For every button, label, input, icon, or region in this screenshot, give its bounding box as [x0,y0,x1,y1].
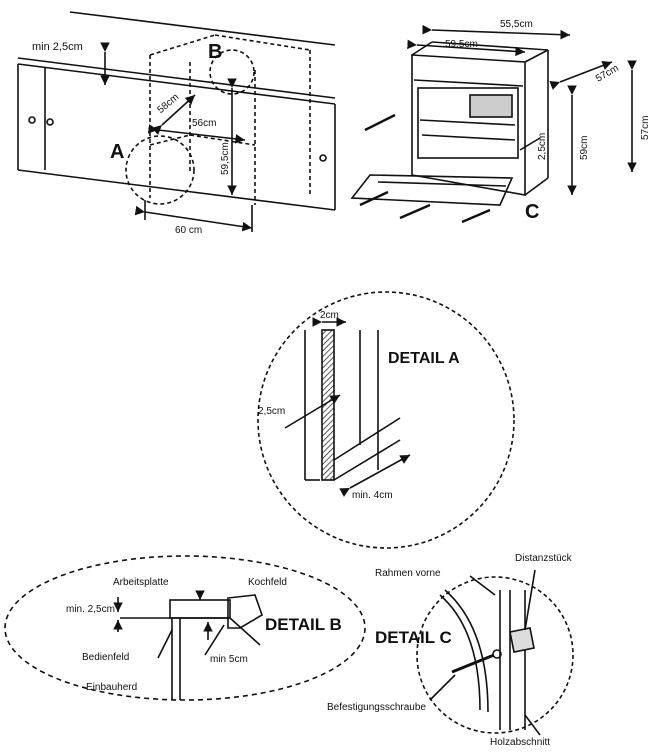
label-marker-b: B [208,41,222,63]
label-depth-58: 58cm [155,92,181,116]
label-height-57: 57cm [640,116,651,140]
label-width-555: 55,5cm [500,19,533,30]
detail-b-min-5: min 5cm [210,654,248,665]
label-min-top: min 2,5cm [32,41,83,53]
detail-b-einbauherd: Einbauherd [86,682,137,693]
detail-b-arbeitsplatte: Arbeitsplatte [113,577,169,588]
detail-c-schraube: Befestigungsschraube [327,702,426,713]
label-marker-c: C [525,201,539,223]
label-depth-57: 57cm [594,63,621,85]
detail-c-rahmen: Rahmen vorne [375,568,441,579]
label-height-59: 59cm [579,136,590,160]
label-marker-a: A [110,141,124,163]
detail-b-title: DETAIL B [265,615,342,634]
cabinet-drawing [17,11,336,232]
detail-a-min: min. 4cm [352,490,393,501]
label-width-60: 60 cm [175,225,202,236]
detail-a-width: 2cm [320,310,339,321]
detail-b-drawing [4,555,366,701]
detail-a-drawing [257,291,515,549]
detail-a-title: DETAIL A [388,350,460,367]
detail-c-holz: Holzabschnitt [490,737,550,748]
detail-b-min: min. 2,5cm [66,604,115,615]
detail-c-title: DETAIL C [375,628,452,647]
label-width-56: 56cm [192,118,216,129]
oven-drawing [350,24,637,224]
detail-a-gap: 2,5cm [258,406,285,417]
label-width-595: 59,5cm [445,39,478,50]
label-gap-25: 2,5cm [537,133,548,160]
detail-c-drawing [416,569,574,736]
label-height-595-left: 59,5cm [220,142,231,175]
detail-b-kochfeld: Kochfeld [248,577,287,588]
detail-b-bedienfeld: Bedienfeld [82,652,129,663]
detail-c-distanz: Distanzstück [515,553,573,564]
